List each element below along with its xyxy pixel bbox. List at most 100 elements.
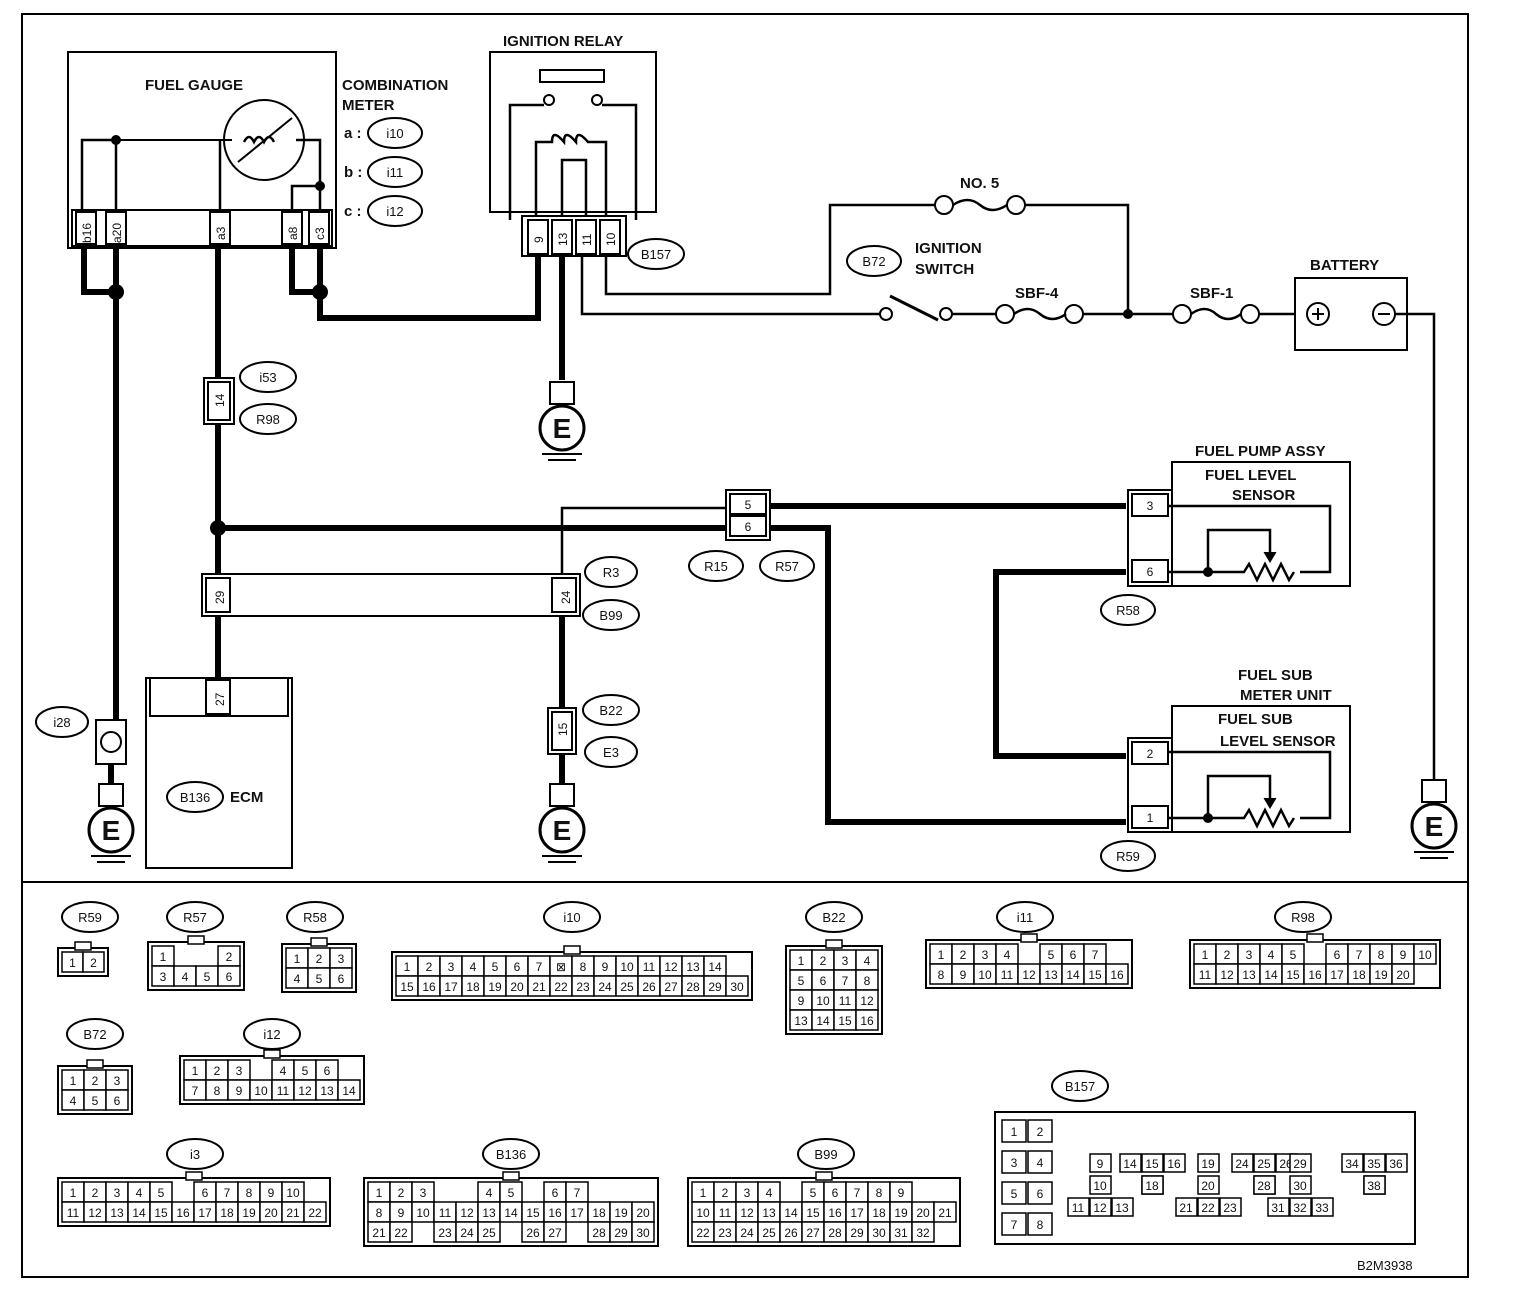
pin-label: 13 <box>482 1206 496 1220</box>
pin-label: 15 <box>1145 1157 1159 1171</box>
pin-label: 24 <box>598 980 612 994</box>
pin-label: 14 <box>1123 1157 1137 1171</box>
pin-label: 7 <box>536 960 543 974</box>
callout-R59-top: R59 <box>1100 840 1156 872</box>
svg-text:a3: a3 <box>214 226 228 240</box>
svg-text:B157: B157 <box>641 247 671 262</box>
pin-label: 1 <box>69 956 76 970</box>
pin-label: 1 <box>70 1186 77 1200</box>
pin-label: 21 <box>938 1206 952 1220</box>
pin-label: 17 <box>198 1206 212 1220</box>
pin-label: 17 <box>850 1206 864 1220</box>
pin-label: 12 <box>860 994 874 1008</box>
pin-label: 1 <box>700 1186 707 1200</box>
connector-face-B157: B157123456789101112131415161718192021222… <box>994 1070 1416 1245</box>
connector-id-badge <box>61 901 119 933</box>
connector-id-badge <box>1051 1070 1109 1102</box>
pin-label: 1 <box>404 960 411 974</box>
pin-label: 16 <box>548 1206 562 1220</box>
svg-text:SENSOR: SENSOR <box>1232 487 1296 504</box>
pin-label: 24 <box>1235 1157 1249 1171</box>
ground-icon: E <box>87 783 135 863</box>
svg-text:FUEL LEVEL: FUEL LEVEL <box>1205 467 1296 484</box>
connector-id-badge <box>243 1018 301 1050</box>
pin-label: 15 <box>154 1206 168 1220</box>
pin-label: 1 <box>798 954 805 968</box>
connector-id-badge <box>805 901 863 933</box>
pin-label: 20 <box>636 1206 650 1220</box>
pin-label: 11 <box>277 1084 290 1098</box>
pin-label: 31 <box>894 1226 908 1240</box>
connector-id-label: B72 <box>83 1027 106 1042</box>
pin-label: 11 <box>643 960 656 974</box>
pin-label: 3 <box>114 1074 121 1088</box>
svg-text:R58: R58 <box>1116 603 1140 618</box>
pin-label: 36 <box>1389 1157 1403 1171</box>
pin-label: 7 <box>1011 1218 1018 1232</box>
pin-label: 11 <box>1072 1201 1085 1215</box>
pin-label: 2 <box>90 956 97 970</box>
pin-label: 8 <box>376 1206 383 1220</box>
pin-label: 12 <box>1093 1201 1107 1215</box>
connector-latch <box>563 945 581 955</box>
pin-label: 5 <box>1048 948 1055 962</box>
pin-label: 11 <box>839 994 852 1008</box>
pin-label: 15 <box>400 980 414 994</box>
pin-label: 17 <box>570 1206 584 1220</box>
callout-B72: B72 <box>846 245 902 277</box>
pin-label: 8 <box>938 968 945 982</box>
pin-label: 4 <box>864 954 871 968</box>
connector-id-label: i10 <box>563 910 580 925</box>
pin-label: 22 <box>696 1226 710 1240</box>
pin-label: 8 <box>864 974 871 988</box>
pin-label: 7 <box>854 1186 861 1200</box>
connector-latch <box>86 1059 104 1069</box>
pin-label: 20 <box>264 1206 278 1220</box>
pin-label: 5 <box>204 970 211 984</box>
connector-id-label: B99 <box>814 1147 837 1162</box>
svg-text:i53: i53 <box>259 370 276 385</box>
pin-label: 25 <box>762 1226 776 1240</box>
svg-text:1: 1 <box>1147 811 1154 825</box>
pin-label: 19 <box>1374 968 1388 982</box>
svg-text:24: 24 <box>559 590 573 604</box>
pin-label: 10 <box>1418 948 1432 962</box>
pin-label: 14 <box>1066 968 1080 982</box>
svg-text:14: 14 <box>213 393 227 407</box>
ecm-label: ECM <box>230 789 263 806</box>
callout-i12: i12 <box>367 195 423 227</box>
pin-label: 29 <box>850 1226 864 1240</box>
pin-label: 12 <box>664 960 678 974</box>
svg-text:R57: R57 <box>775 559 799 574</box>
pin-label: 10 <box>254 1084 268 1098</box>
callout-B157: B157 <box>627 238 685 270</box>
pin-label: 1 <box>1011 1125 1018 1139</box>
fuse-no5-icon <box>934 195 1026 215</box>
connector-latch <box>1020 933 1038 943</box>
pin-label: 12 <box>460 1206 474 1220</box>
fuel-level-sensor: FUEL LEVEL SENSOR 3 6 <box>1127 461 1351 587</box>
pin-label: 2 <box>820 954 827 968</box>
pin-label: 2 <box>398 1186 405 1200</box>
pin-label: 13 <box>1115 1201 1129 1215</box>
ground-icon: E <box>538 381 586 461</box>
pin-label: 18 <box>1145 1179 1159 1193</box>
svg-text:B22: B22 <box>599 703 622 718</box>
pin-label: 19 <box>1201 1157 1215 1171</box>
svg-text:i12: i12 <box>386 204 403 219</box>
pin-label: 33 <box>1315 1201 1329 1215</box>
callout-B22: B22 <box>582 694 640 726</box>
pin-label: 6 <box>514 960 521 974</box>
pin-label: 23 <box>576 980 590 994</box>
pin-label: 19 <box>894 1206 908 1220</box>
pin-label: 10 <box>696 1206 710 1220</box>
pin-label: 17 <box>444 980 458 994</box>
ignition-relay: IGNITION RELAY 9 13 11 10 <box>489 33 657 257</box>
ignition-switch-label: IGNITION <box>915 240 982 257</box>
pin-label: 12 <box>298 1084 312 1098</box>
combination-meter-label: COMBINATION <box>342 77 448 94</box>
pin-label: 3 <box>744 1186 751 1200</box>
